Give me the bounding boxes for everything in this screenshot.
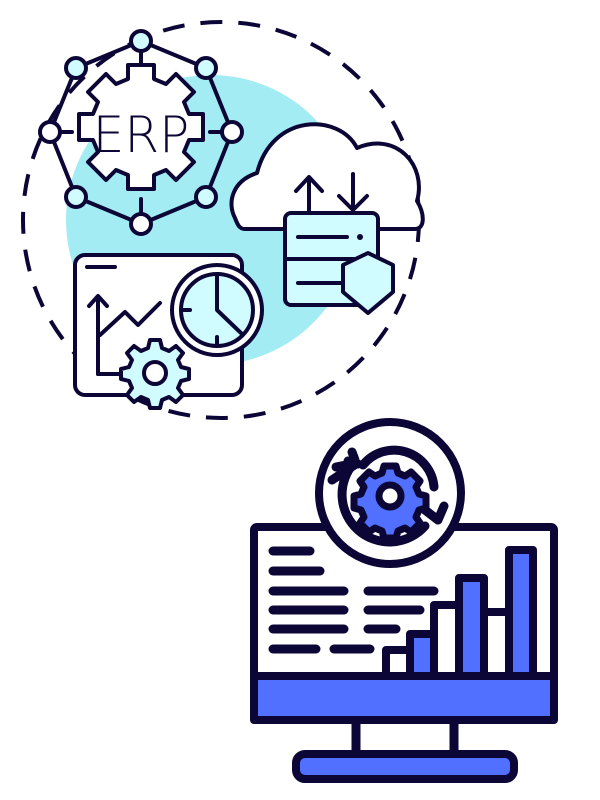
erp-label: ERP	[93, 106, 189, 164]
bar-chart	[382, 546, 537, 680]
text-lines	[268, 546, 439, 654]
cloud-server-shield-icon	[229, 122, 425, 315]
monitor-gear-bar-chart-icon	[250, 418, 558, 783]
erp-gear-network-icon: ERP	[38, 29, 244, 236]
erp-illustration: ERP	[21, 20, 425, 420]
chart-clock-gear-icon	[73, 253, 264, 410]
